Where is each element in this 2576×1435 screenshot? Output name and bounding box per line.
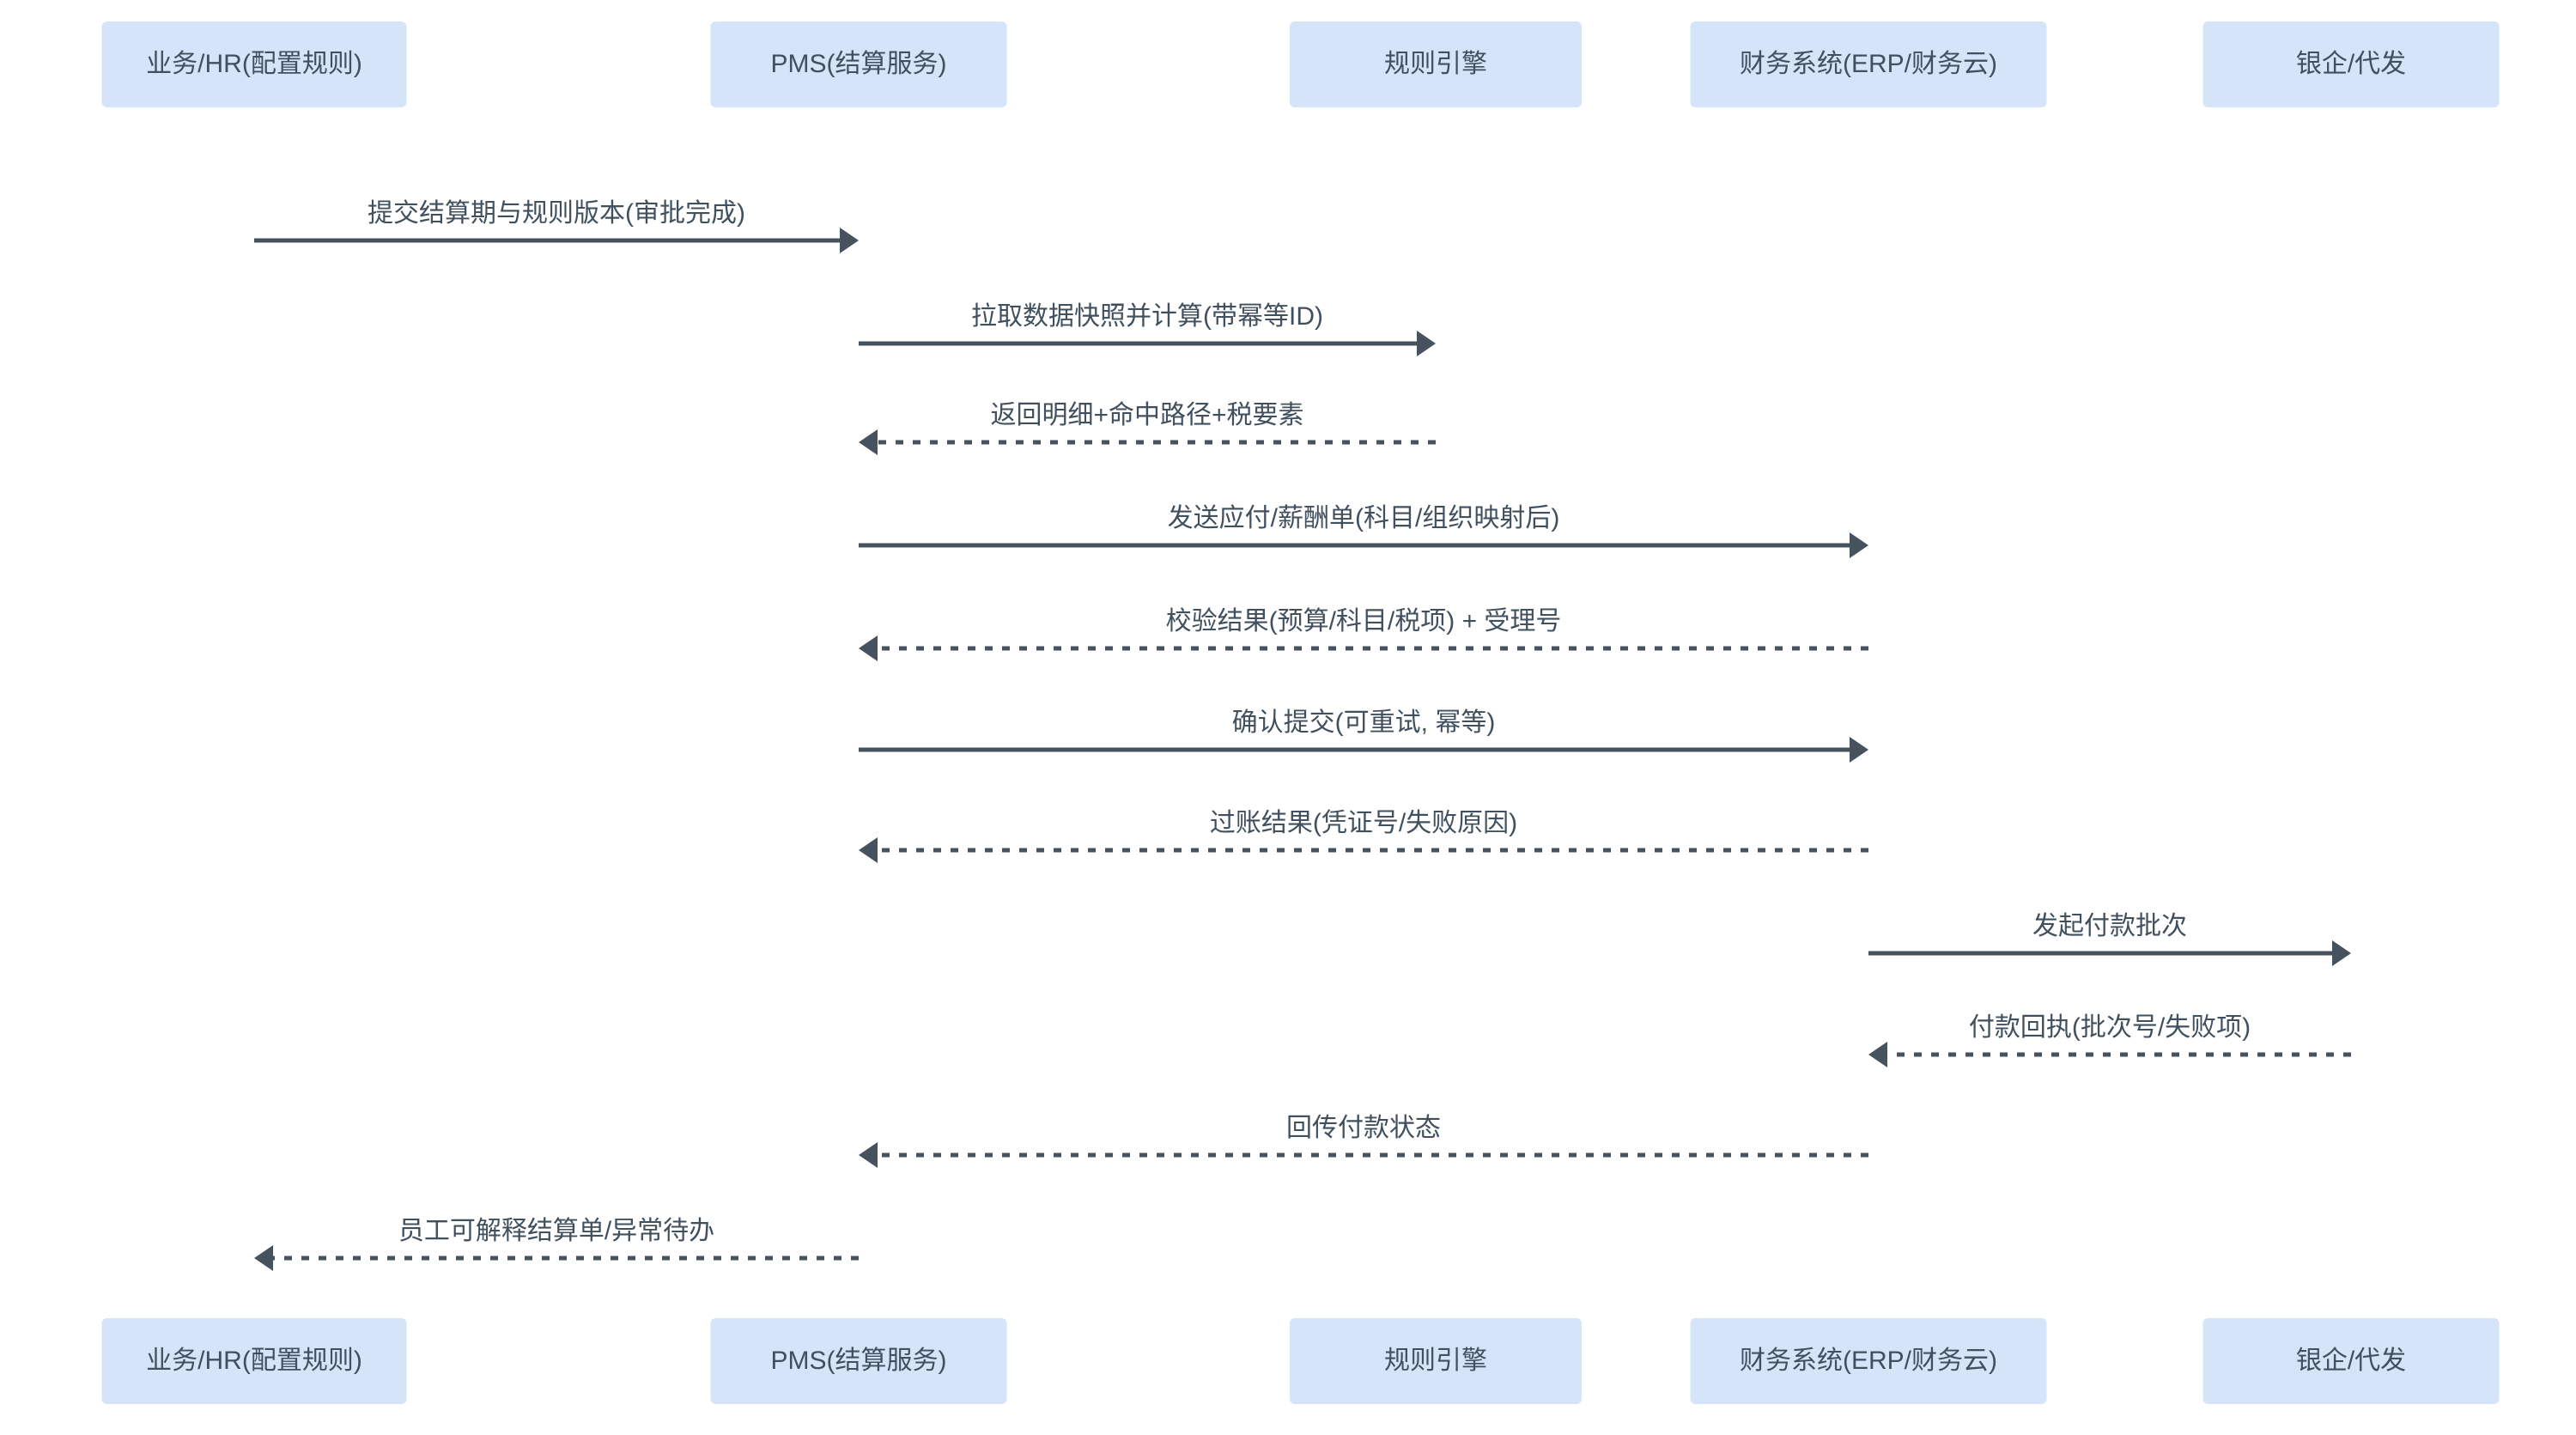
message-arrowhead-5 [859, 635, 878, 661]
message-label-4: 发送应付/薪酬单(科目/组织映射后) [1168, 504, 1560, 532]
message-arrowhead-9 [1868, 1042, 1887, 1067]
participant-box-rules-top[interactable] [1290, 21, 1582, 107]
message-11: 员工可解释结算单/异常待办 [254, 1217, 859, 1271]
participant-box-hr-bottom[interactable] [101, 1318, 407, 1404]
participant-label-bank-top: 银企/代发 [2296, 50, 2406, 78]
message-label-5: 校验结果(预算/科目/税项) + 受理号 [1166, 607, 1562, 635]
bottom-participant-row: 业务/HR(配置规则) PMS(结算服务) 规则引擎 财务系统(ERP/财务云) 银企/… [101, 1318, 2500, 1404]
message-label-6: 确认提交(可重试, 幂等) [1232, 708, 1496, 737]
message-label-7: 过账结果(凭证号/失败原因) [1210, 809, 1517, 837]
message-arrowhead-7 [859, 837, 878, 863]
message-arrowhead-6 [1850, 737, 1868, 763]
message-4: 发送应付/薪酬单(科目/组织映射后) [859, 504, 1868, 558]
participant-box-rules-bottom[interactable] [1290, 1318, 1582, 1404]
participant-box-hr-top[interactable] [101, 21, 407, 107]
participant-label-finance-bottom: 财务系统(ERP/财务云) [1740, 1347, 1997, 1375]
message-3: 返回明细+命中路径+税要素 [859, 401, 1436, 455]
message-label-1: 提交结算期与规则版本(审批完成) [368, 199, 745, 228]
participant-box-pms-top[interactable] [710, 21, 1007, 107]
message-9: 付款回执(批次号/失败项) [1868, 1013, 2351, 1067]
message-5: 校验结果(预算/科目/税项) + 受理号 [859, 607, 1868, 661]
participant-label-finance-top: 财务系统(ERP/财务云) [1740, 50, 1997, 78]
message-arrowhead-8 [2332, 940, 2351, 966]
participant-box-finance-bottom[interactable] [1690, 1318, 2047, 1404]
message-arrowhead-2 [1417, 331, 1436, 356]
message-6: 确认提交(可重试, 幂等) [859, 708, 1868, 763]
top-participant-row: 业务/HR(配置规则) PMS(结算服务) 规则引擎 财务系统(ERP/财务云) 银企/… [101, 21, 2500, 107]
message-label-8: 发起付款批次 [2032, 912, 2187, 940]
message-layer: 提交结算期与规则版本(审批完成) 拉取数据快照并计算(带幂等ID) 返回明细+命中路… [254, 199, 2351, 1271]
message-arrowhead-4 [1850, 532, 1868, 558]
message-label-11: 员工可解释结算单/异常待办 [398, 1217, 714, 1245]
message-7: 过账结果(凭证号/失败原因) [859, 809, 1868, 863]
message-arrowhead-11 [254, 1245, 273, 1271]
participant-label-pms-bottom: PMS(结算服务) [771, 1347, 947, 1375]
message-1: 提交结算期与规则版本(审批完成) [254, 199, 859, 253]
message-arrowhead-3 [859, 429, 878, 455]
message-arrowhead-1 [840, 228, 859, 253]
participant-box-pms-bottom[interactable] [710, 1318, 1007, 1404]
message-8: 发起付款批次 [1868, 912, 2351, 966]
message-label-2: 拉取数据快照并计算(带幂等ID) [971, 302, 1323, 331]
participant-label-hr-top: 业务/HR(配置规则) [146, 50, 362, 78]
participant-box-bank-top[interactable] [2202, 21, 2500, 107]
message-10: 回传付款状态 [859, 1114, 1868, 1168]
participant-label-rules-bottom: 规则引擎 [1384, 1347, 1487, 1375]
participant-label-hr-bottom: 业务/HR(配置规则) [146, 1347, 362, 1375]
message-label-9: 付款回执(批次号/失败项) [1969, 1013, 2251, 1042]
message-2: 拉取数据快照并计算(带幂等ID) [859, 302, 1436, 356]
message-label-3: 返回明细+命中路径+税要素 [990, 401, 1303, 429]
participant-label-bank-bottom: 银企/代发 [2296, 1347, 2406, 1375]
participant-label-rules-top: 规则引擎 [1384, 50, 1487, 78]
participant-box-bank-bottom[interactable] [2202, 1318, 2500, 1404]
message-label-10: 回传付款状态 [1286, 1114, 1441, 1142]
participant-label-pms-top: PMS(结算服务) [771, 50, 947, 78]
message-arrowhead-10 [859, 1142, 878, 1168]
participant-box-finance-top[interactable] [1690, 21, 2047, 107]
